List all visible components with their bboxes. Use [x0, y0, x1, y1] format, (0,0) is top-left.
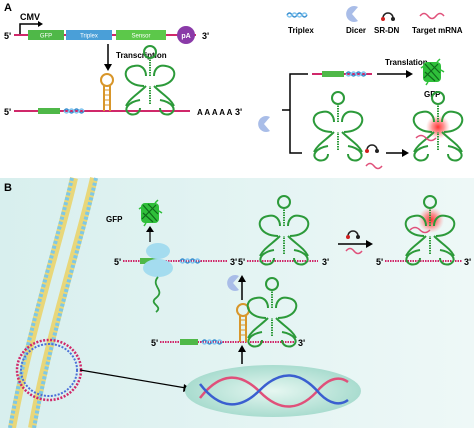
dna-helix — [199, 374, 349, 408]
legend-triplex-icon — [286, 12, 308, 18]
legend-target-mrna-label: Target mRNA — [412, 26, 463, 35]
construct-pa-label: pA — [181, 33, 190, 40]
dicer-arrowhead-b — [238, 275, 246, 282]
cleaved-gfp-region — [322, 71, 344, 77]
mrna-gfp-region — [38, 108, 60, 114]
construct-triplex-segment — [66, 30, 112, 40]
plasmid-to-nucleus-arrow — [79, 369, 187, 389]
strand3-three-prime: 3' — [322, 257, 329, 267]
construct-sensor-segment — [116, 30, 166, 40]
nucleus — [185, 365, 361, 417]
construct-pa-circle — [177, 26, 195, 44]
construct-five-prime: 5' — [4, 31, 11, 41]
strand4-three-prime: 3' — [464, 257, 471, 267]
translation-label: Translation — [385, 58, 428, 67]
promoter-arrow — [19, 23, 38, 35]
ribosome — [143, 243, 173, 277]
legend-dicer-label: Dicer — [346, 26, 366, 35]
construct-three-prime: 3' — [202, 31, 209, 41]
branch-arrows — [282, 73, 308, 154]
strand4-five-prime: 5' — [376, 257, 383, 267]
mrna-five-prime: 5' — [4, 107, 11, 117]
sensor-structure-a — [312, 91, 364, 162]
nascent-peptide — [152, 276, 161, 313]
target-mrna-b — [345, 247, 363, 255]
strand1-gfp-region — [180, 339, 198, 345]
legend-dicer-icon — [346, 5, 358, 22]
mrna-polya: A A A A A — [197, 108, 233, 117]
legend-srdn-label: SR-DN — [374, 26, 400, 35]
strand1-three-prime: 3' — [298, 338, 305, 348]
strand2-three-prime: 3' — [230, 257, 237, 267]
legend-triplex-label: Triplex — [288, 26, 314, 35]
transcription-arrowhead-b — [238, 345, 246, 352]
binding-arrowhead-b — [366, 240, 373, 248]
transcription-arrowhead — [104, 64, 112, 71]
bound-target-b — [409, 226, 431, 234]
construct-gfp-segment — [28, 30, 64, 40]
mrna-three-prime: 3' — [235, 107, 242, 117]
transcription-label: Transcription — [116, 51, 167, 60]
srdn-binding-a — [365, 144, 383, 170]
legend-target-mrna-icon — [419, 12, 445, 20]
mrna-hairpin — [100, 73, 114, 111]
construct-gfp-label: GFP — [40, 34, 52, 40]
cell-membrane — [8, 177, 98, 428]
srdn-binding-b — [346, 230, 360, 239]
strand1-five-prime: 5' — [151, 338, 158, 348]
strand2-five-prime: 5' — [114, 257, 121, 267]
binding-arrowhead-a — [402, 149, 409, 157]
panel-b-label: B — [4, 182, 12, 194]
construct-triplex-label: Triplex — [80, 34, 98, 40]
promoter-arrowhead — [38, 21, 43, 27]
dicer-icon — [258, 116, 270, 132]
promoter-label: CMV — [20, 12, 40, 22]
strand3-five-prime: 5' — [238, 257, 245, 267]
translation-arrowhead — [406, 70, 413, 78]
legend-srdn-icon — [381, 12, 395, 21]
gfp-arrowhead-b — [146, 226, 154, 232]
construct-sensor-label: Sensor — [131, 34, 150, 40]
panel-a-label: A — [4, 2, 12, 14]
gfp-label-b: GFP — [106, 215, 123, 224]
bound-target-a — [415, 134, 437, 142]
